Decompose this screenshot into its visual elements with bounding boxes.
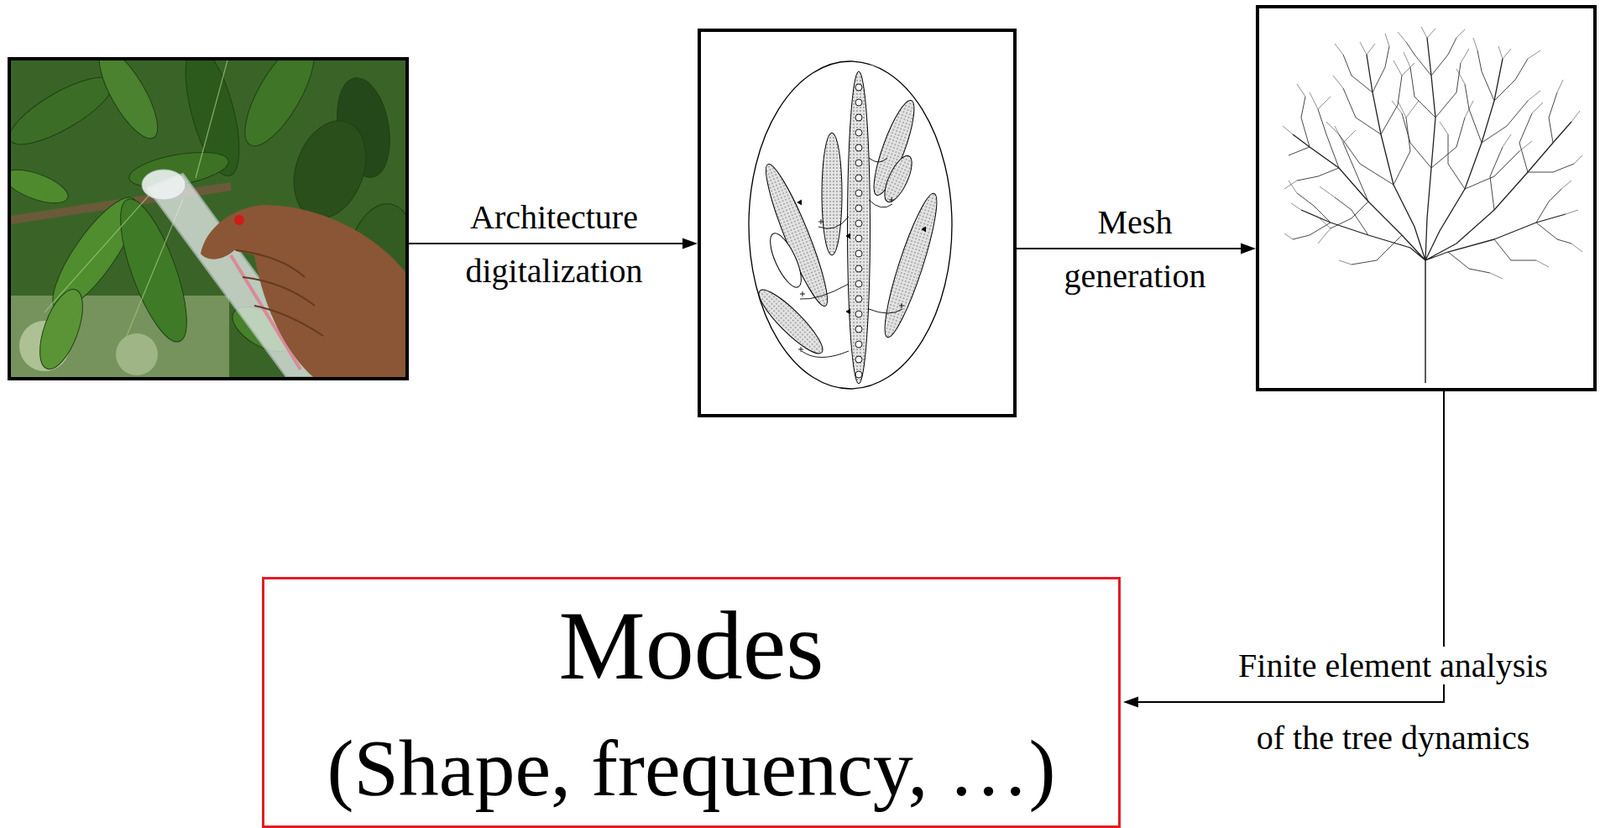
arrow-head: [682, 238, 698, 250]
digitizer-photo: [10, 60, 406, 377]
arrow-head: [1123, 696, 1139, 708]
arrow-label: Architecture digitalization: [463, 198, 644, 290]
arrow-line: [1016, 247, 1244, 250]
box-subheading: (Shape, frequency, …): [326, 721, 1056, 815]
arrow-label: Mesh generation: [1062, 203, 1208, 295]
architecture-frame: [697, 28, 1017, 418]
result-box: Modes (Shape, frequency, …): [261, 576, 1121, 828]
tree-mesh-frame: [1255, 5, 1597, 392]
tree-mesh: [1259, 8, 1594, 388]
arrow-line: [408, 242, 685, 245]
label-holder: Finite element analysis of the tree dyna…: [1227, 629, 1559, 774]
label-holder: Mesh generation: [1050, 195, 1219, 304]
arrow-head: [1240, 243, 1256, 255]
photo-frame: [7, 57, 409, 381]
label-holder: Architecture digitalization: [453, 190, 655, 299]
architecture-graph: [700, 31, 1014, 414]
box-heading: Modes: [559, 590, 825, 702]
arrow-label: Finite element analysis of the tree dyna…: [1236, 646, 1550, 757]
